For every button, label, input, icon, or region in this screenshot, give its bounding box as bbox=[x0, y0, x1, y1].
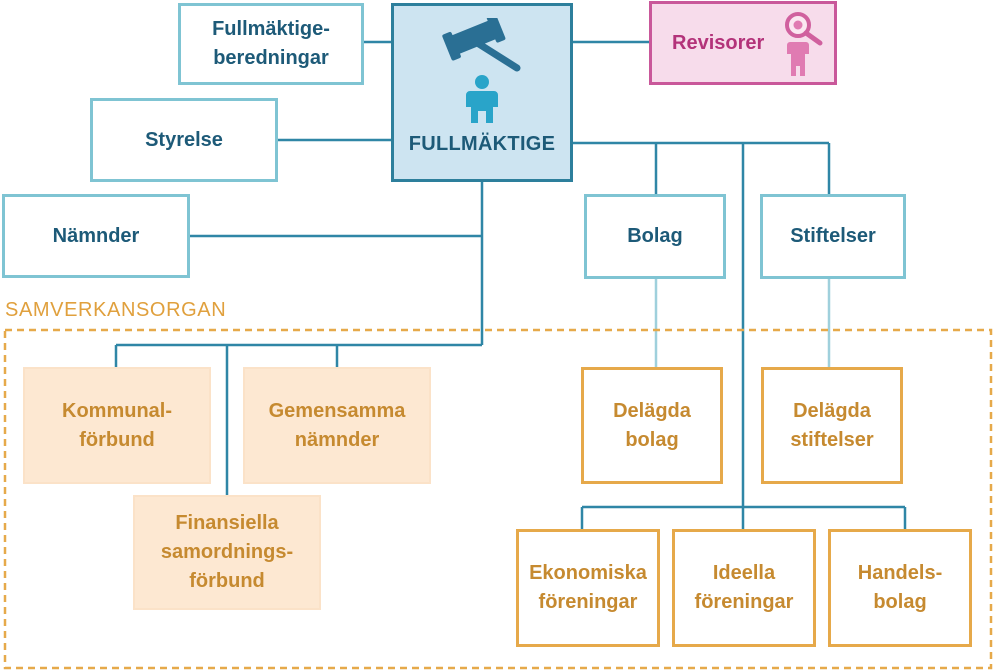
node-stiftelser: Stiftelser bbox=[760, 194, 906, 279]
node-delagda-stiftelser: Delägda stiftelser bbox=[761, 367, 903, 484]
node-kommunalforbund: Kommunal- förbund bbox=[23, 367, 211, 484]
magnifier-icon bbox=[785, 12, 823, 76]
node-namnder: Nämnder bbox=[2, 194, 190, 278]
node-ekonomiska-foreningar: Ekonomiska föreningar bbox=[516, 529, 660, 647]
node-bolag: Bolag bbox=[584, 194, 726, 279]
node-fullmaktige: FULLMÄKTIGE bbox=[391, 3, 573, 182]
person-icon bbox=[466, 75, 498, 123]
gavel-icon bbox=[442, 18, 521, 72]
node-delagda-bolag: Delägda bolag bbox=[581, 367, 723, 484]
node-fullmaktige-label: FULLMÄKTIGE bbox=[408, 133, 556, 155]
node-styrelse: Styrelse bbox=[90, 98, 278, 182]
samverkan-frame bbox=[3, 328, 993, 670]
node-revisorer: Revisorer bbox=[649, 1, 837, 85]
node-ideella-foreningar: Ideella föreningar bbox=[672, 529, 816, 647]
node-handelsbolag: Handels- bolag bbox=[828, 529, 972, 647]
node-finansiella-samordningsforbund: Finansiella samordnings- förbund bbox=[133, 495, 321, 610]
node-gemensamma-namnder: Gemensamma nämnder bbox=[243, 367, 431, 484]
node-revisorer-label: Revisorer bbox=[672, 31, 765, 54]
node-fullmaktigeberedningar: Fullmäktige- beredningar bbox=[178, 3, 364, 85]
samverkansorgan-label: SAMVERKANSORGAN bbox=[5, 299, 227, 321]
